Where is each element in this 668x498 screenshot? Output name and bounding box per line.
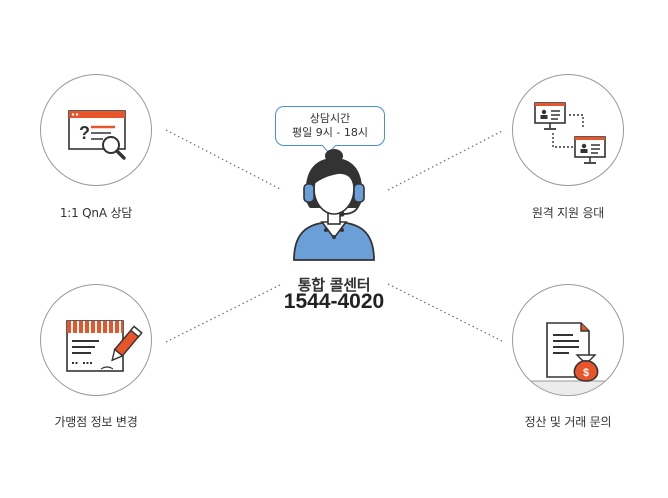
svg-text:?: ? (79, 123, 90, 143)
call-center-title: 통합 콜센터 (297, 276, 371, 294)
service-circle-settlement: $ (512, 284, 624, 396)
service-label-settlement: 정산 및 거래 문의 (524, 415, 612, 429)
document-money-icon: $ (513, 322, 623, 395)
service-label-qna: 1:1 QnA 상담 (59, 206, 133, 220)
svg-text:$: $ (583, 367, 589, 379)
service-label-store: 가맹점 정보 변경 (54, 415, 138, 429)
service-circle-qna: ? (40, 74, 152, 186)
connector-top-left (165, 129, 283, 191)
hours-detail: 평일 9시 - 18시 (292, 126, 368, 139)
connector-bottom-right (387, 283, 505, 343)
hours-title: 상담시간 (309, 112, 351, 125)
service-circle-remote (512, 74, 624, 186)
call-center-phone: 1544-4020 (283, 290, 385, 313)
service-label-remote: 원격 지원 응대 (531, 206, 605, 220)
service-circle-store (40, 284, 152, 396)
call-center-agent-icon (293, 149, 375, 261)
remote-monitors-icon (534, 102, 606, 164)
connector-bottom-left (165, 283, 283, 343)
hours-bubble: 상담시간 평일 9시 - 18시 (275, 106, 385, 146)
connector-top-right (387, 129, 505, 191)
store-edit-icon (66, 320, 143, 372)
question-search-icon: ? (68, 110, 126, 160)
